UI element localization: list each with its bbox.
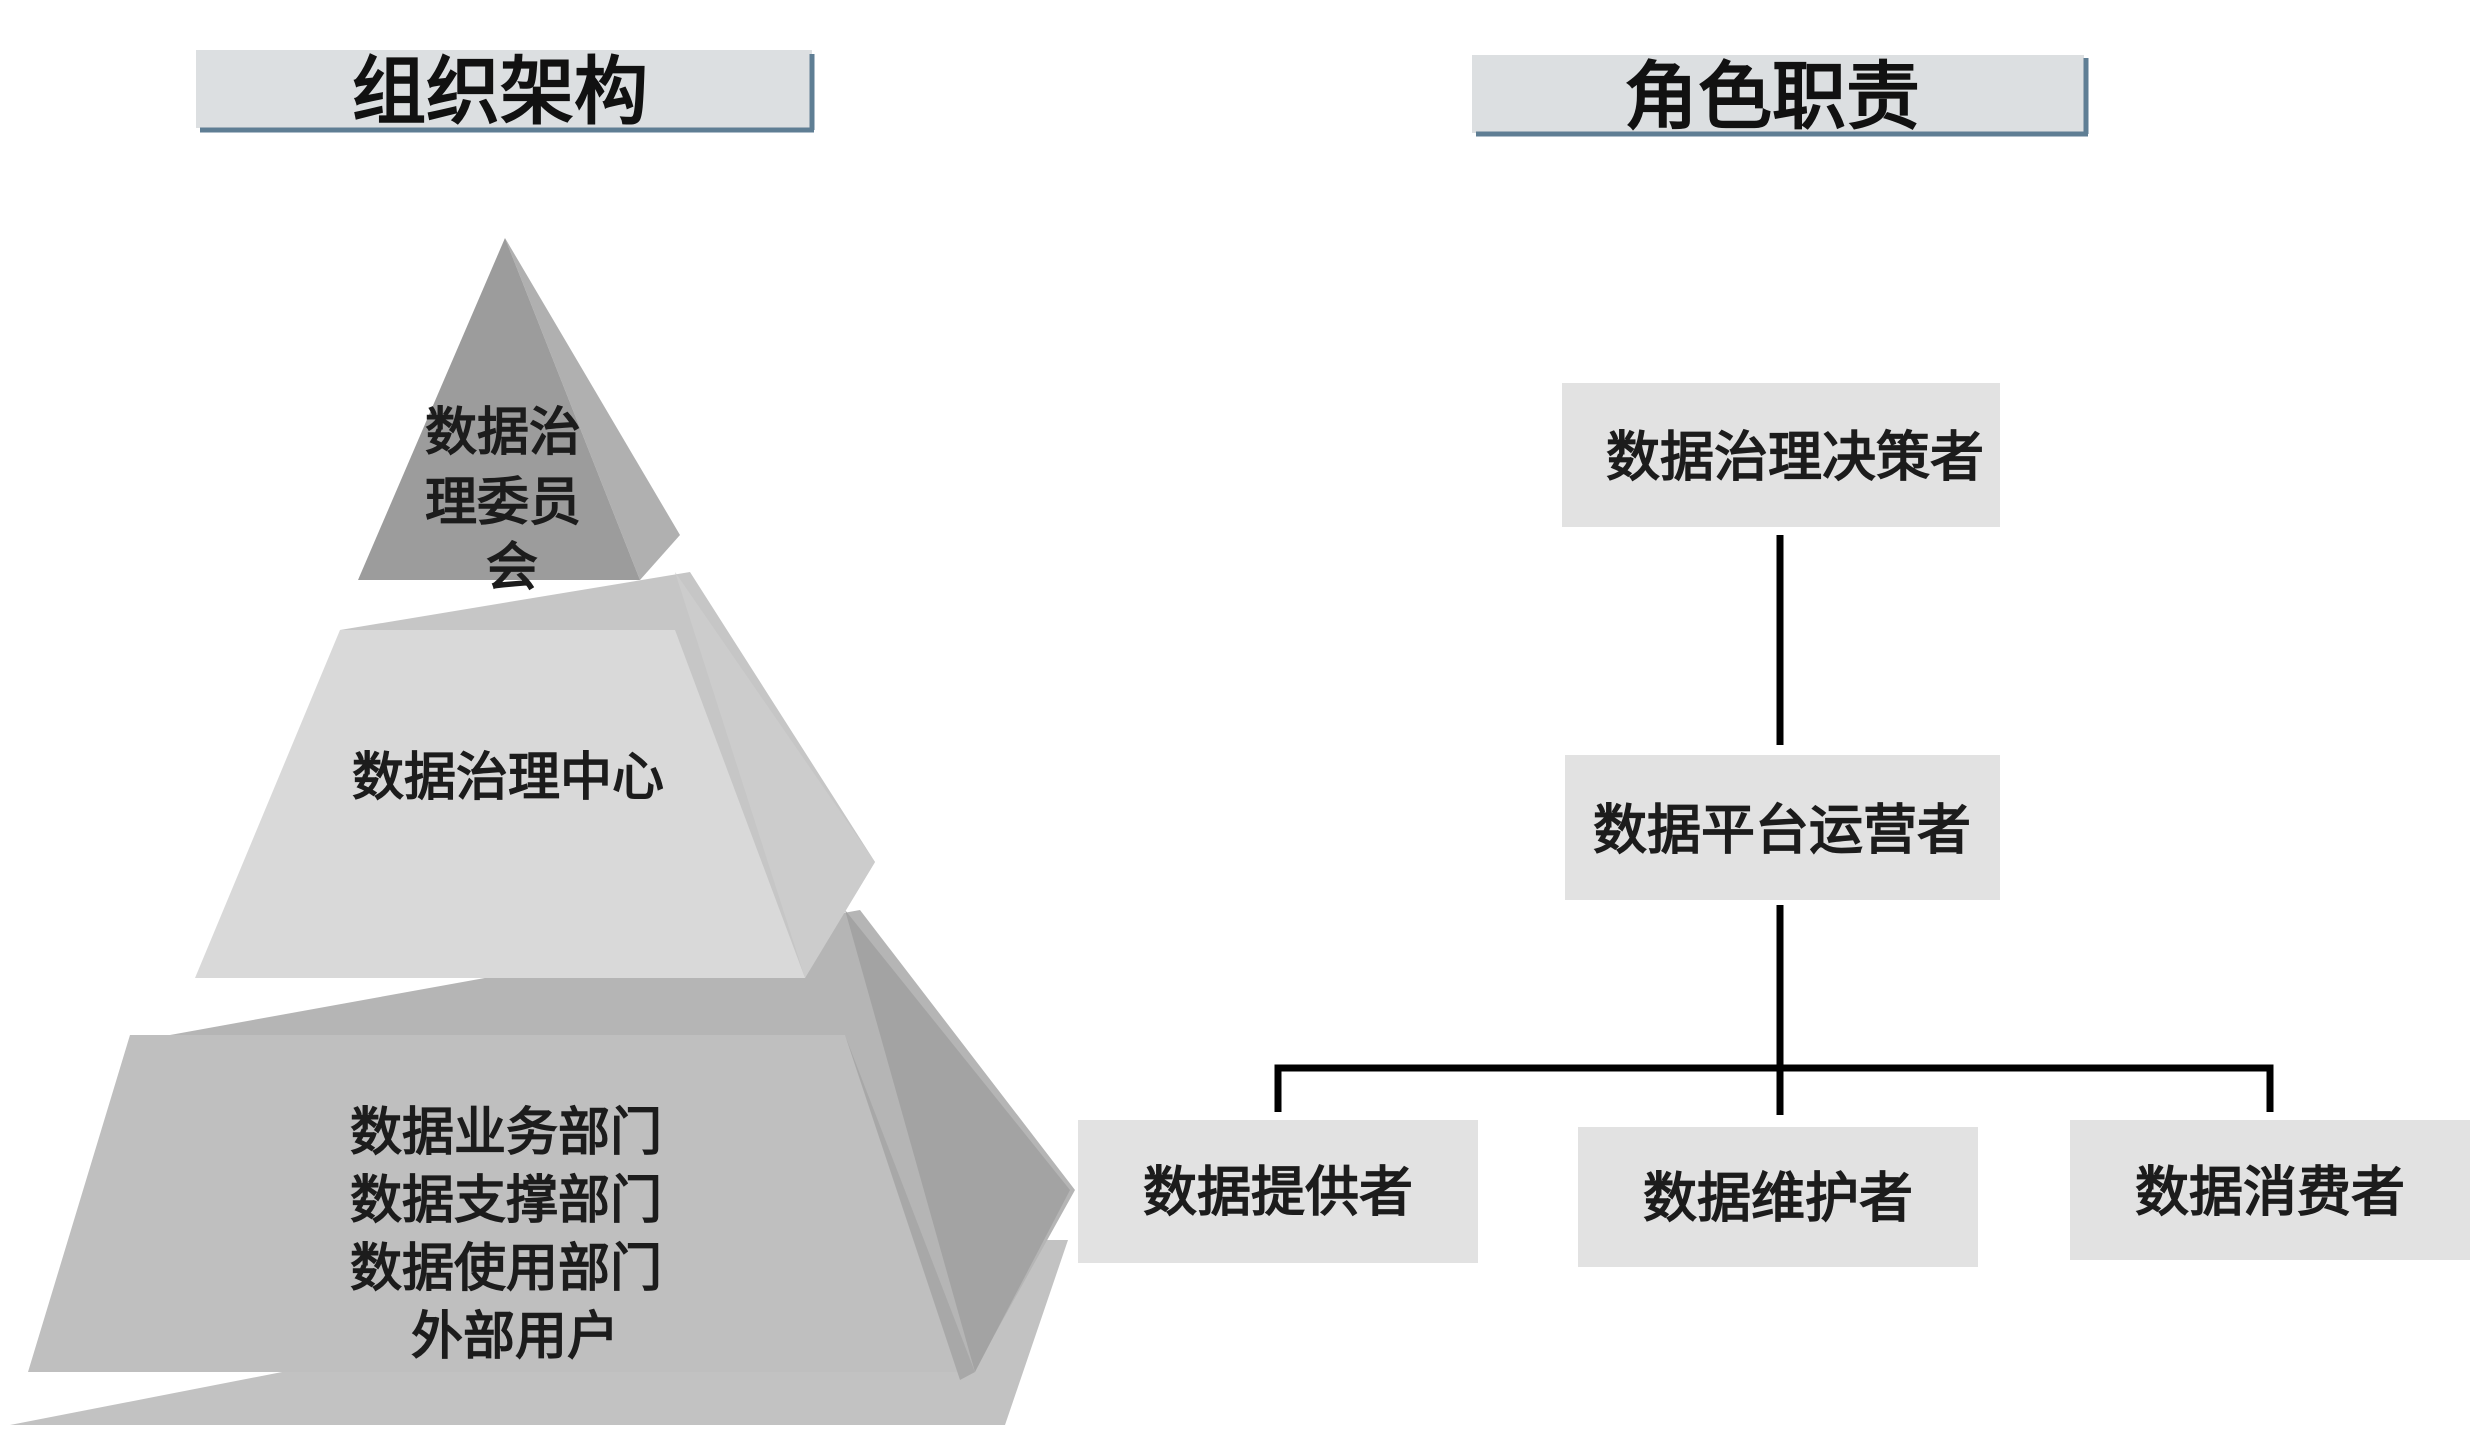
org-header-box xyxy=(196,50,812,128)
role-label-maintainer: 数据维护者 xyxy=(1643,1167,1913,1230)
role-label-provider: 数据提供者 xyxy=(1143,1161,1413,1224)
role-box-maintainer: 数据维护者 xyxy=(1578,1127,1978,1267)
top-tier-front-face xyxy=(358,238,640,580)
role-label-operator: 数据平台运营者 xyxy=(1593,799,1971,862)
role-box-consumer-bg xyxy=(2070,1120,2470,1260)
role-box-consumer: 数据消费者 xyxy=(2070,1120,2470,1260)
bottom-tier-front-face xyxy=(28,1035,975,1372)
org-pyramid: 数据治 理委员 会 数据治理中心 数据业务部门 数据支撑部门 数据使用部门 外部… xyxy=(10,238,1075,1425)
roles-header-box xyxy=(1472,55,2084,133)
pyramid-tier-bottom xyxy=(10,910,1075,1425)
role-box-maintainer-bg xyxy=(1578,1127,1978,1267)
connector-horizontal-branch xyxy=(1274,1064,2274,1112)
role-label-decision-maker: 数据治理决策者 xyxy=(1606,426,1984,489)
role-box-operator-bg xyxy=(1565,755,2000,900)
pyramid-tier-top xyxy=(358,238,680,580)
bottom-tier-label-line-3: 数据使用部门 xyxy=(350,1239,662,1299)
bottom-tier-label-line-2: 数据支撑部门 xyxy=(350,1171,662,1231)
middle-tier-side-face xyxy=(675,572,875,978)
top-tier-label-line-1: 数据治 xyxy=(425,403,581,463)
top-tier-side-face xyxy=(505,238,680,580)
role-box-provider-bg xyxy=(1078,1120,1478,1263)
top-tier-label: 数据治 理委员 会 xyxy=(425,403,599,598)
bottom-tier-edge xyxy=(845,1035,975,1380)
role-connectors xyxy=(1274,535,2274,1115)
bottom-tier-label-line-1: 数据业务部门 xyxy=(350,1103,662,1163)
bottom-tier-side-face xyxy=(845,910,1070,1372)
top-tier-label-line-2: 理委员 xyxy=(425,473,581,533)
role-box-operator: 数据平台运营者 xyxy=(1565,755,2000,900)
bottom-tier-label-line-4: 外部用户 xyxy=(411,1307,619,1367)
org-header: 组织架构 xyxy=(196,49,815,135)
role-label-consumer: 数据消费者 xyxy=(2135,1161,2405,1224)
role-box-decision-maker-bg xyxy=(1562,383,2000,527)
role-box-decision-maker: 数据治理决策者 xyxy=(1562,383,2000,527)
role-box-provider: 数据提供者 xyxy=(1078,1120,1478,1263)
roles-header: 角色职责 xyxy=(1472,54,2089,140)
org-header-title: 组织架构 xyxy=(352,49,648,135)
bottom-tier-label: 数据业务部门 数据支撑部门 数据使用部门 外部用户 xyxy=(350,1103,680,1367)
pyramid-tier-middle xyxy=(195,572,875,978)
roles-header-title: 角色职责 xyxy=(1624,54,1920,140)
middle-tier-front-face xyxy=(195,630,805,978)
middle-tier-label: 数据治理中心 xyxy=(352,748,664,808)
top-tier-label-line-3: 会 xyxy=(486,538,538,598)
